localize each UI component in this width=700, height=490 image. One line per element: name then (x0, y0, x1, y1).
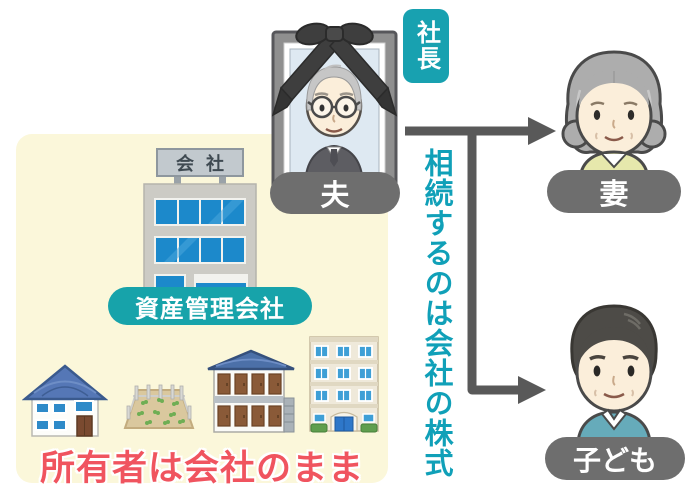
child-label: 子ども (572, 444, 657, 476)
asset-company-label: 資産管理会社 (135, 295, 285, 323)
wife-label: 妻 (599, 178, 629, 211)
memorial-photo-illustration (271, 22, 398, 194)
husband-label-pill: 夫 (270, 172, 400, 214)
black-ribbon-icon (271, 22, 398, 117)
wife-label-pill: 妻 (547, 170, 681, 213)
apartment-icon (207, 349, 295, 433)
house-icon (22, 364, 108, 437)
owner-note: 所有者は会社のまま (39, 449, 364, 488)
child-label-pill: 子ども (545, 437, 685, 480)
husband-label: 夫 (320, 180, 350, 212)
office-building-icon (309, 336, 379, 433)
company-sign-text: 会社 (176, 153, 236, 174)
wife-illustration (561, 50, 667, 178)
child-illustration (570, 304, 658, 442)
farm-field-icon (123, 384, 195, 429)
president-badge: 社長 (403, 9, 449, 83)
arrow-to-child (467, 131, 546, 404)
asset-company-pill: 資産管理会社 (108, 287, 312, 325)
inheritance-note: 相続するのは会社の株式 (420, 148, 452, 478)
husband-portrait (304, 64, 364, 176)
company-building-icon: 会社 (143, 148, 257, 298)
